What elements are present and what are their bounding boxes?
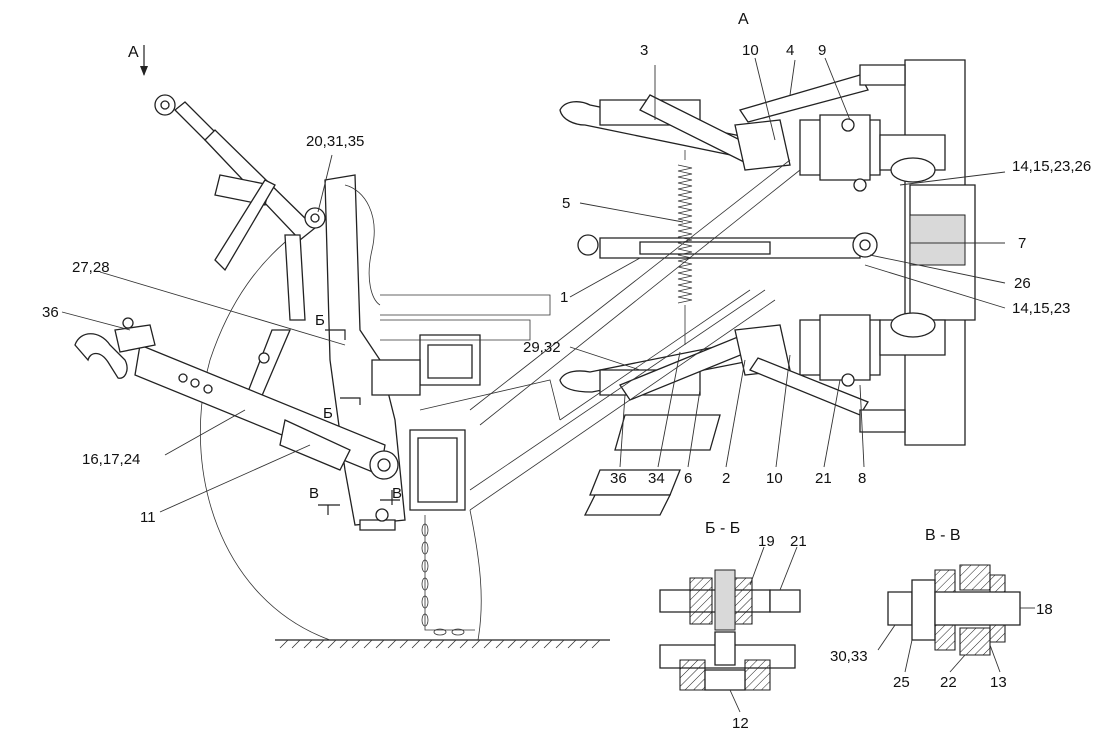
label-part-18: 18 xyxy=(1036,601,1053,618)
label-part-13: 13 xyxy=(990,674,1007,691)
label-part-10-bottom: 10 xyxy=(766,470,783,487)
drawbar-sections xyxy=(371,334,481,511)
label-part-7: 7 xyxy=(1018,235,1026,252)
label-part-3: 3 xyxy=(640,42,648,59)
label-part-9: 9 xyxy=(818,42,826,59)
cut-mark-b-mid xyxy=(340,397,361,405)
label-view-a-arrow: А xyxy=(128,44,139,61)
label-part-5: 5 xyxy=(562,195,570,212)
frame-foot xyxy=(359,519,396,531)
lift-rod xyxy=(241,234,306,415)
label-part-21: 21 xyxy=(815,470,832,487)
top-view-a xyxy=(380,59,976,516)
label-part-36-left: 36 xyxy=(42,304,59,321)
label-section-v-v: В - В xyxy=(925,527,961,544)
middle-turnbuckle xyxy=(577,232,878,259)
label-cut-v-left: В xyxy=(309,485,319,502)
label-section-b-b: Б - Б xyxy=(705,520,740,537)
label-cut-b-left: Б xyxy=(315,312,325,329)
upper-arm xyxy=(559,64,946,192)
label-part-11: 11 xyxy=(140,509,156,526)
label-part-4: 4 xyxy=(786,42,794,59)
leader-lines xyxy=(61,57,1035,713)
label-parts-16-17-24: 16,17,24 xyxy=(82,451,140,468)
drawbar-outline xyxy=(380,159,801,516)
label-view-a-title: А xyxy=(738,11,749,28)
section-b-b xyxy=(659,569,801,691)
label-part-22: 22 xyxy=(940,674,957,691)
side-view xyxy=(74,45,610,649)
label-part-6: 6 xyxy=(684,470,692,487)
label-part-26: 26 xyxy=(1014,275,1031,292)
label-cut-b-mid: Б xyxy=(323,405,333,422)
label-part-34: 34 xyxy=(648,470,665,487)
label-part-1: 1 xyxy=(560,289,568,306)
telescopic-stop xyxy=(279,419,351,471)
label-parts-29-32: 29,32 xyxy=(523,339,561,356)
label-parts-27-28: 27,28 xyxy=(72,259,110,276)
label-part-25: 25 xyxy=(893,674,910,691)
label-parts-14-15-23: 14,15,23 xyxy=(1012,300,1070,317)
label-cut-v-right: В xyxy=(392,485,402,502)
label-part-21-section: 21 xyxy=(790,533,807,550)
label-parts-20-31-35: 20,31,35 xyxy=(306,133,364,150)
frame-pin xyxy=(375,508,389,522)
guard-plate xyxy=(214,179,276,272)
view-arrow-a-head xyxy=(140,66,148,76)
hook xyxy=(74,333,128,379)
top-link xyxy=(154,94,326,241)
cut-mark-v-left xyxy=(318,504,340,515)
part-7-block xyxy=(909,214,966,266)
callout-labels: А А 3 10 4 9 20,31,35 14,15,23,26 5 27,2… xyxy=(42,11,1091,732)
lower-arm xyxy=(559,312,946,433)
label-part-8: 8 xyxy=(858,470,866,487)
section-v-v xyxy=(887,564,1021,656)
safety-chain xyxy=(421,509,482,641)
frame-contour xyxy=(344,184,381,306)
label-part-2: 2 xyxy=(722,470,730,487)
label-part-10-top: 10 xyxy=(742,42,759,59)
label-parts-30-33: 30,33 xyxy=(830,648,868,665)
label-part-36-bottom: 36 xyxy=(610,470,627,487)
ground-hatching xyxy=(279,639,601,649)
cut-mark-v-right xyxy=(380,490,400,505)
label-part-19: 19 xyxy=(758,533,775,550)
cut-mark-b-left xyxy=(325,329,346,340)
label-part-12: 12 xyxy=(732,715,749,732)
spring-5 xyxy=(677,150,693,345)
label-parts-14-15-23-26: 14,15,23,26 xyxy=(1012,158,1091,175)
